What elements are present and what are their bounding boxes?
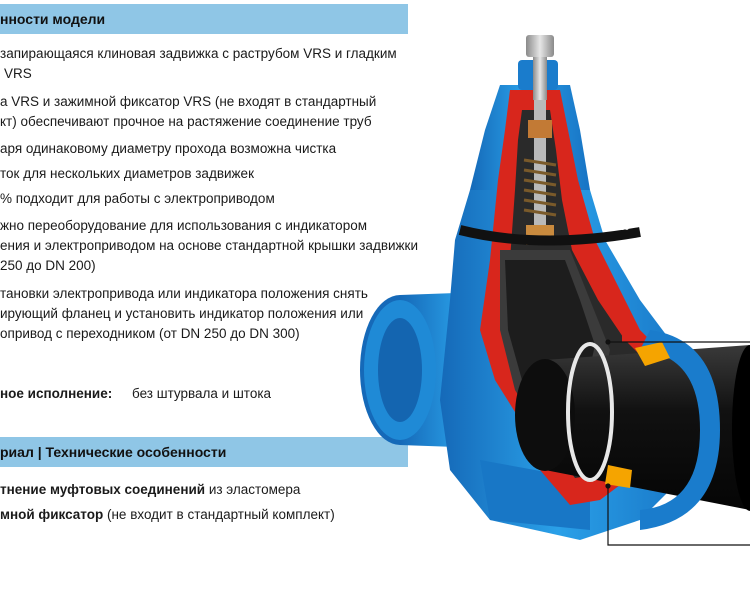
feature-line: 250 до DN 200) [0,258,96,273]
special-version-label: ное исполнение: [0,386,113,401]
special-version-value: без штурвала и штока [132,386,272,401]
feature-line: а VRS и зажимной фиксатор VRS (не входят… [0,94,377,109]
feature-line: % подходит для работы с электроприводом [0,191,275,206]
feature-line: ирующий фланец и установить индикатор по… [0,306,364,321]
right-socket [640,330,720,530]
material-name: мной фиксатор [0,507,104,522]
feature-line: ения и электроприводом на основе стандар… [0,238,419,253]
material-name: тнение муфтовых соединений [0,482,206,497]
feature-line: опривод с переходником (от DN 250 до DN … [0,326,300,341]
seal-marker [622,330,640,342]
feature-line: тановки электропривода или индикатора по… [0,286,368,301]
callout-lines [605,339,750,546]
section-header-model-features: нности модели [0,4,408,34]
clamp-clip-bottom [605,465,632,488]
section-header-materials: риал | Технические особенности [0,437,408,467]
clamp-clip-top [635,342,670,366]
material-line: тнение муфтовых соединений из эластомера [0,482,300,497]
feature-line: жно переоборудование для использования с… [0,218,367,233]
dn-marking: DN 150 [602,223,630,232]
feature-line: VRS [4,66,32,81]
feature-line: запирающаяся клиновая задвижка с раструб… [0,46,397,61]
feature-line: аря одинаковому диаметру прохода возможн… [0,141,337,156]
body-band [458,225,641,246]
material-detail: из эластомера [205,482,301,497]
stem-assembly [523,35,557,245]
valve-cutaway-figure: DN 150 [340,0,750,600]
feature-line: ток для нескольких диаметров задвижек [0,166,254,181]
valve-illustration: DN 150 [360,35,750,546]
feature-line: кт) обеспечивают прочное на растяжение с… [0,114,372,129]
material-detail: (не входит в стандартный комплект) [103,507,335,522]
material-line: мной фиксатор (не входит в стандартный к… [0,507,335,522]
